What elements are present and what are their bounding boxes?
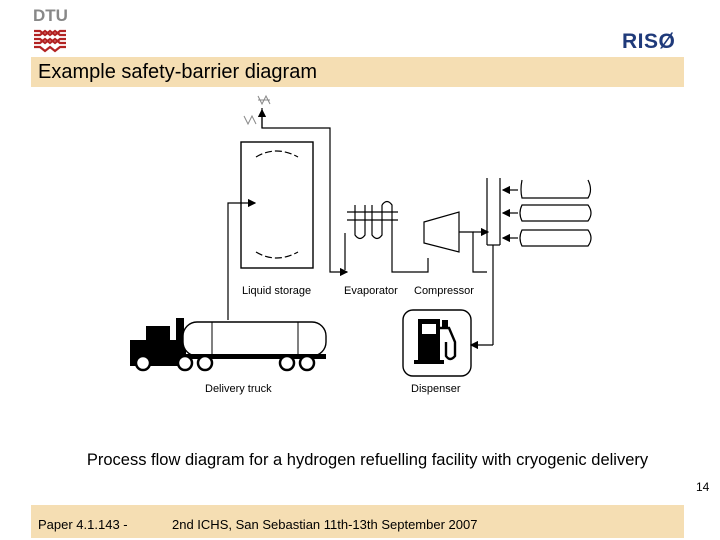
process-flow-diagram: Liquid storage Evaporator Compressor Del… <box>130 94 592 395</box>
liquid-storage-tank <box>240 141 314 269</box>
title-band <box>31 57 684 87</box>
footer-paper-number: Paper 4.1.143 - <box>38 517 128 532</box>
label-dispenser: Dispenser <box>411 383 461 395</box>
delivery-truck-icon <box>130 318 327 372</box>
footer-band <box>31 505 684 538</box>
page-number: 14 <box>696 480 710 494</box>
label-compressor: Compressor <box>414 285 474 297</box>
evaporator-icon <box>347 200 398 240</box>
label-liquid-storage: Liquid storage <box>242 285 311 297</box>
footer-conference: 2nd ICHS, San Sebastian 11th-13th Septem… <box>172 517 478 532</box>
dtu-logo-text: DTU <box>33 6 68 25</box>
dtu-logo: DTU <box>32 4 68 54</box>
dispenser-icon <box>402 309 472 377</box>
diagram-caption: Process flow diagram for a hydrogen refu… <box>86 451 649 469</box>
compressor-icon <box>423 211 460 253</box>
storage-bottles <box>519 179 592 247</box>
buffer-manifold <box>486 178 501 345</box>
vent-stack-icon <box>243 94 271 126</box>
evaporator-outlet-line <box>391 232 429 273</box>
label-delivery-truck: Delivery truck <box>205 383 272 395</box>
vent-line <box>261 108 331 270</box>
slide-title: Example safety-barrier diagram <box>38 61 317 83</box>
fill-line <box>227 198 257 320</box>
label-evaporator: Evaporator <box>344 285 398 297</box>
riso-logo: RISØ <box>622 30 676 53</box>
